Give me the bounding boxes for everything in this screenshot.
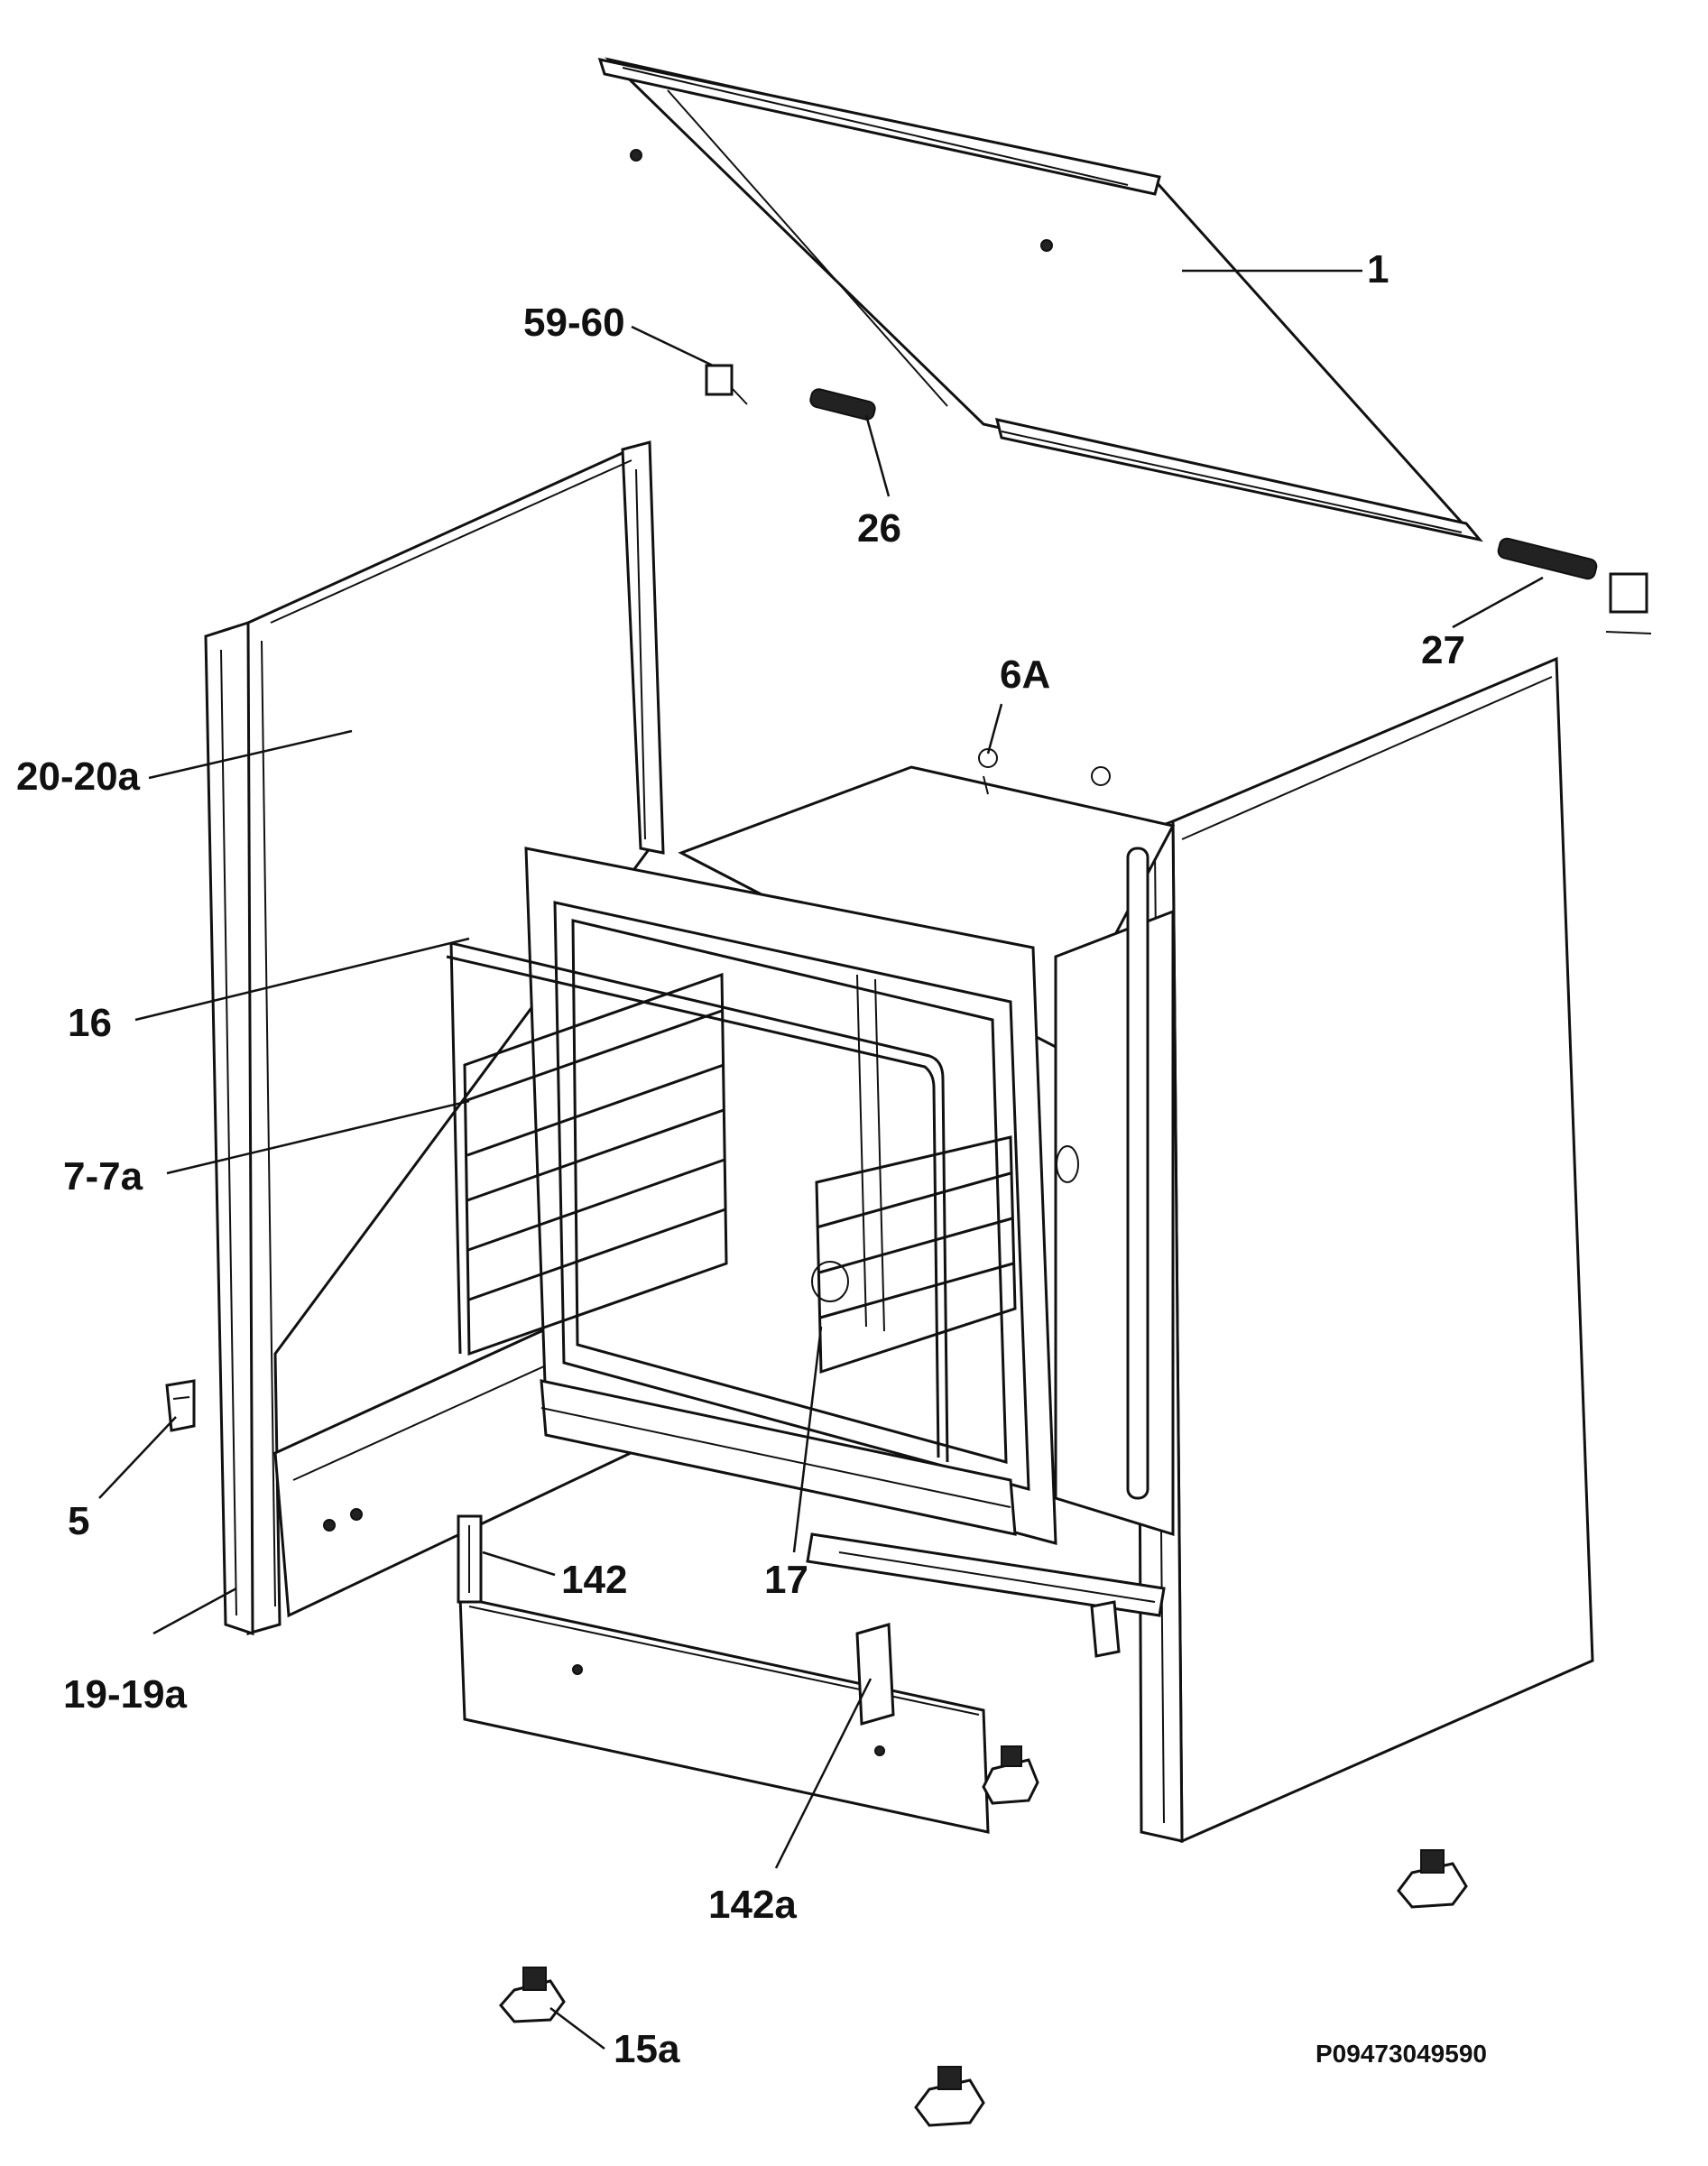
label-20-20a: 20-20a: [16, 754, 141, 799]
hinge-26: [809, 388, 876, 421]
oven-door-seal: [446, 941, 949, 1463]
oven-cavity: [678, 748, 1176, 1537]
label-1: 1: [1367, 247, 1389, 292]
feet: [499, 1745, 1468, 2127]
right-shelf-support: [811, 1135, 1017, 1375]
left-shelf-support: [463, 972, 728, 1356]
hinge-27: [1497, 537, 1652, 634]
bottom-frame: [540, 1379, 1017, 1536]
front-frame: [524, 847, 1057, 1545]
foot-15a-left: [499, 1967, 566, 2023]
foot-right: [1397, 1849, 1468, 1909]
label-59-60: 59-60: [523, 301, 625, 345]
label-5: 5: [68, 1499, 89, 1543]
label-17: 17: [764, 1558, 808, 1602]
diagram-code: P09473049590: [1316, 2040, 1487, 2068]
label-7-7a: 7-7a: [63, 1154, 143, 1199]
label-6a: 6A: [1000, 653, 1050, 697]
label-19-19a: 19-19a: [63, 1672, 188, 1717]
clip-59-60: [705, 364, 748, 405]
bottom-rail: [806, 1532, 1166, 1658]
label-142: 142: [561, 1558, 627, 1602]
leader-lines: [98, 269, 1544, 2050]
foot-kickplate: [982, 1745, 1039, 1805]
right-side-panel: [1135, 656, 1594, 1844]
label-26: 26: [857, 506, 901, 551]
label-142a: 142a: [708, 1883, 797, 1927]
part-labels: 1 59-60 26 27 6A 20-20a 16 7-7a 5 19-19a…: [16, 247, 1487, 2071]
foot-center: [914, 2066, 985, 2127]
kick-plate: [458, 1596, 990, 1834]
label-15a: 15a: [614, 2027, 680, 2071]
bracket-142: [457, 1514, 483, 1604]
top-cover-panel: [597, 57, 1483, 542]
label-27: 27: [1421, 628, 1465, 672]
label-16: 16: [68, 1001, 112, 1045]
